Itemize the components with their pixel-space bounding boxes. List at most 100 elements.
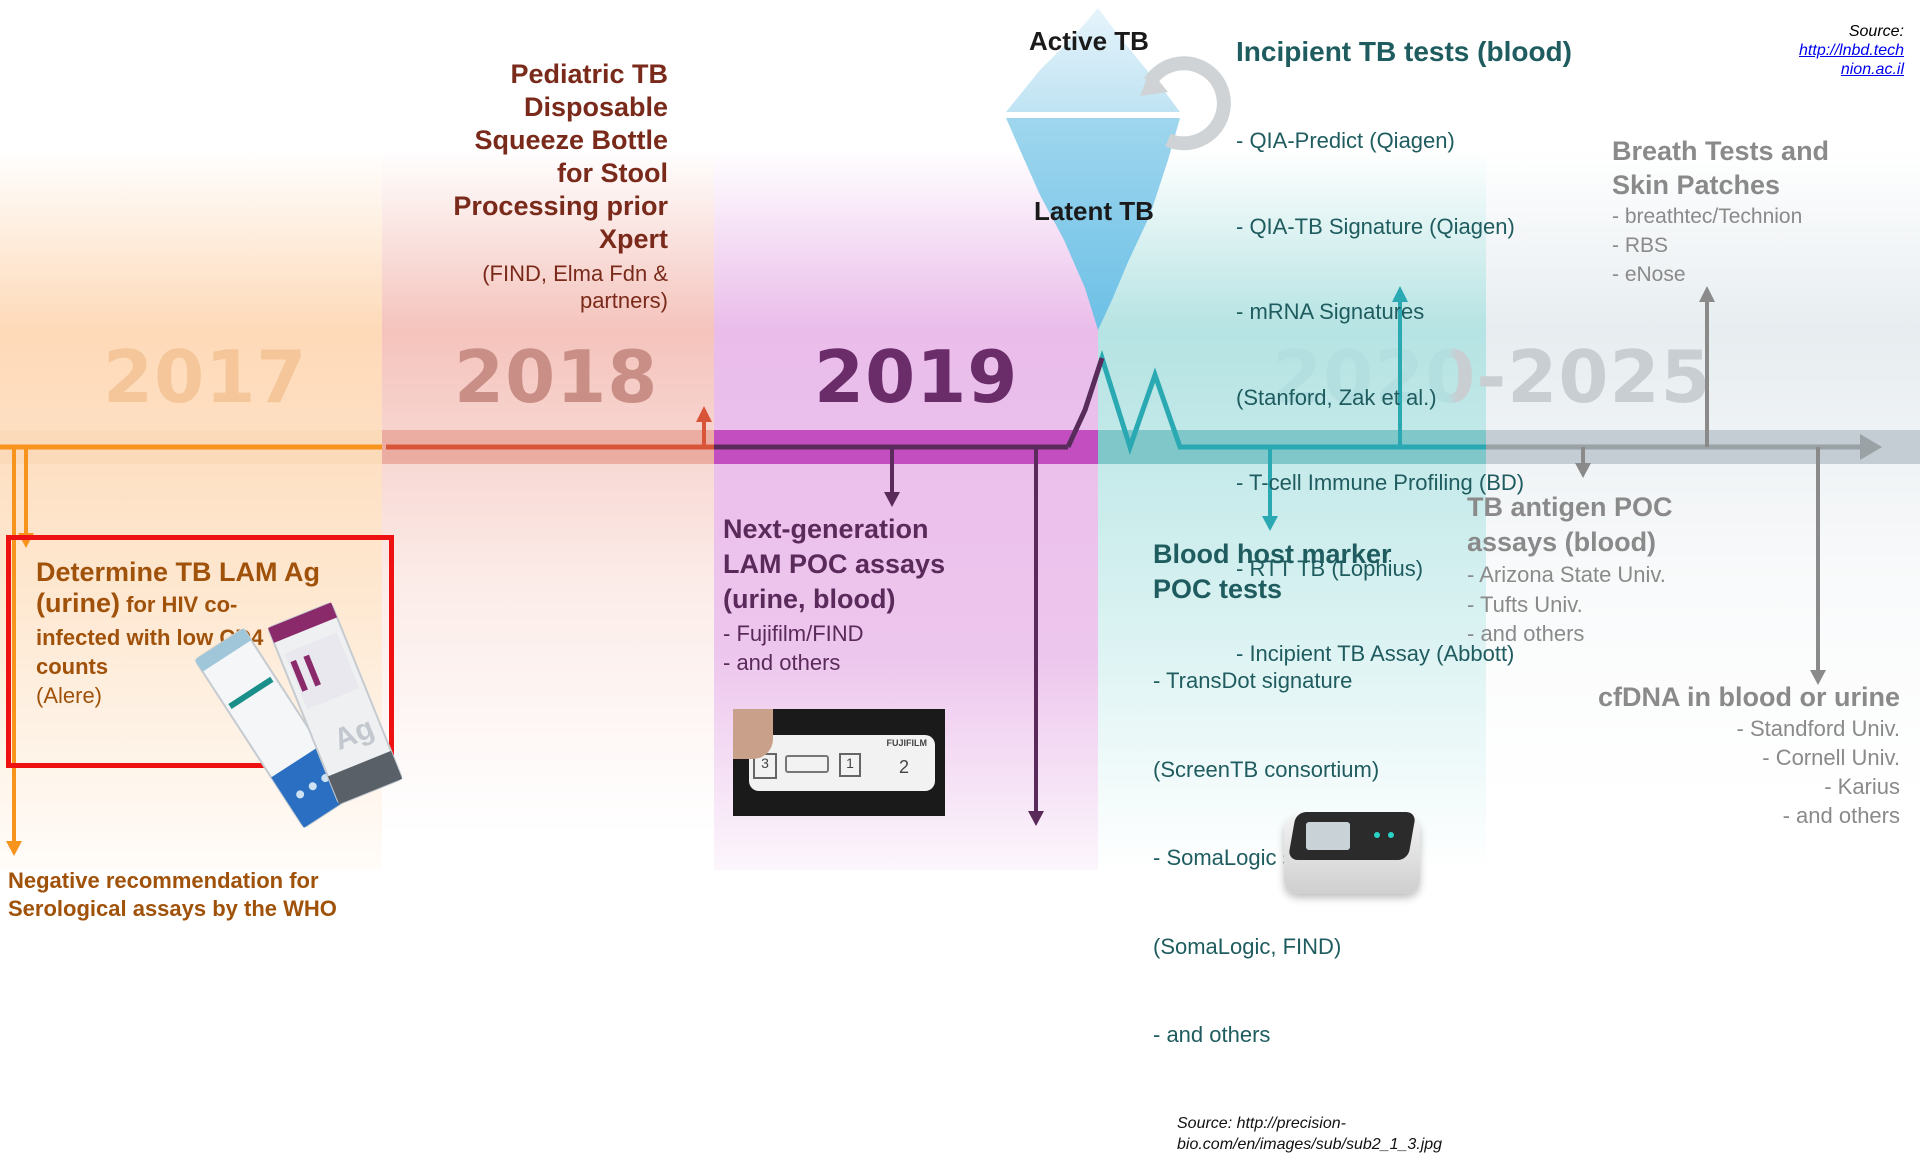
pediatric-sub-line: partners) — [579, 288, 668, 313]
blood-device-led — [1388, 832, 1394, 838]
incipient-item: - mRNA Signatures — [1236, 299, 1425, 324]
pediatric-block: Pediatric TB Disposable Squeeze Bottle f… — [368, 58, 668, 314]
pediatric-title: Pediatric TB Disposable Squeeze Bottle f… — [368, 58, 668, 256]
breath-title-line: Skin Patches — [1612, 170, 1781, 200]
nextgen-photo-finger — [733, 709, 773, 759]
band-2025 — [1486, 150, 1920, 870]
nextgen-photo-mark: 1 — [839, 753, 861, 777]
blood-device-led — [1374, 832, 1380, 838]
year-2018: 2018 — [454, 335, 659, 419]
pediatric-title-line: Processing prior — [453, 191, 668, 221]
lam-title-urine: (urine) — [36, 588, 120, 618]
cfdna-item: - Cornell Univ. — [1762, 745, 1900, 770]
antigen-item: - Tufts Univ. — [1467, 591, 1583, 617]
arrow-2020-bloodhost-head — [1262, 516, 1278, 531]
nextgen-item: - and others — [723, 650, 841, 675]
nextgen-block: Next-generation LAM POC assays (urine, b… — [723, 512, 945, 677]
bloodhost-source: Source: http://precision- bio.com/en/ima… — [1177, 1113, 1442, 1155]
bloodhost-item: (SomaLogic, FIND) — [1153, 933, 1342, 959]
arrow-2018-pediatric-head — [696, 406, 712, 422]
iceberg-graphic — [1006, 8, 1231, 330]
pediatric-sub-line: (FIND, Elma Fdn & — [482, 261, 668, 286]
year-2019: 2019 — [814, 335, 1019, 419]
arrow-2025-breath-head — [1699, 286, 1715, 302]
antigen-title-line: TB antigen POC — [1467, 492, 1673, 522]
nextgen-title-line: Next-generation — [723, 514, 929, 544]
antigen-item: - Arizona State Univ. — [1467, 562, 1666, 587]
cfdna-item: - Karius — [1824, 774, 1900, 799]
cfdna-block: cfDNA in blood or urine - Standford Univ… — [1598, 680, 1900, 830]
source-top-link-line1: http://lnbd.tech — [1799, 42, 1904, 59]
nextgen-photo-mark: 2 — [899, 757, 910, 777]
nextgen-title-line: LAM POC assays — [723, 549, 946, 579]
lam-title-hiv: for HIV co- — [120, 592, 238, 617]
timeline-graphics — [0, 8, 1920, 856]
nextgen-photo-window — [785, 755, 829, 773]
incipient-block: Incipient TB tests (blood) - QIA-Predict… — [1236, 34, 1572, 726]
bloodhost-title-line: POC tests — [1153, 574, 1283, 604]
nextgen-photo-brand: FUJIFILM — [886, 738, 928, 748]
pediatric-sub: (FIND, Elma Fdn & partners) — [368, 260, 668, 314]
cfdna-item: - and others — [1782, 803, 1900, 828]
pediatric-title-line: Disposable — [523, 92, 668, 122]
cfdna-list: - Standford Univ. - Cornell Univ. - Kari… — [1598, 714, 1900, 830]
nextgen-list: - Fujifilm/FIND - and others — [723, 619, 945, 677]
breath-title-line: Breath Tests and — [1612, 136, 1830, 166]
timeline-break — [1065, 357, 1105, 449]
incipient-item: - RTT TB (Lophius) — [1236, 555, 1424, 581]
nextgen-item: - Fujifilm/FIND — [723, 621, 864, 646]
arrow-2017-negative-head — [6, 841, 22, 856]
antigen-title-line: assays (blood) — [1467, 527, 1657, 557]
negative-line2: Serological assays by the WHO — [8, 896, 337, 921]
nextgen-photo-cassette: FUJIFILM 3 1 2 — [749, 735, 935, 791]
breath-item: - breathtec/Technion — [1612, 205, 1803, 228]
source-top-link[interactable]: http://lnbd.tech nion.ac.il — [1799, 42, 1904, 78]
cfdna-item: - Standford Univ. — [1736, 716, 1900, 741]
breath-item: - eNose — [1612, 263, 1686, 286]
lam-line3: counts — [36, 654, 109, 679]
antigen-item: - and others — [1467, 621, 1585, 646]
incipient-list: - QIA-Predict (Qiagen) - QIA-TB Signatur… — [1236, 70, 1572, 726]
negative-line1: Negative recommendation for — [8, 868, 319, 893]
antigen-title: TB antigen POC assays (blood) — [1467, 490, 1673, 560]
incipient-item: - QIA-Predict (Qiagen) — [1236, 128, 1455, 153]
pediatric-title-line: Pediatric TB — [510, 59, 668, 89]
bloodhost-item: (ScreenTB consortium) — [1153, 756, 1380, 782]
bloodhost-title-line: Blood host marker — [1153, 539, 1392, 569]
nextgen-title: Next-generation LAM POC assays (urine, b… — [723, 512, 945, 617]
negative-block: Negative recommendation for Serological … — [8, 867, 337, 923]
nextgen-photo: FUJIFILM 3 1 2 — [733, 709, 945, 816]
arrow-2025-cfdna-head — [1810, 670, 1826, 685]
band-2020 — [1098, 150, 1486, 870]
nextgen-title-line: (urine, blood) — [723, 584, 896, 614]
incipient-title: Incipient TB tests (blood) — [1236, 36, 1572, 67]
source-top-label: Source: — [1848, 23, 1904, 40]
incipient-item: - Incipient TB Assay (Abbott) — [1236, 641, 1515, 666]
breath-title: Breath Tests and Skin Patches — [1612, 134, 1829, 202]
bloodhost-title: Blood host marker POC tests — [1153, 537, 1442, 607]
arrow-2025-antigen-head — [1575, 463, 1591, 478]
breath-item: - RBS — [1612, 234, 1669, 257]
lam-line2: infected with low CD4 — [36, 625, 264, 650]
bloodhost-source-line: Source: http://precision- — [1177, 1114, 1346, 1132]
bloodhost-source-line: bio.com/en/images/sub/sub2_1_3.jpg — [1177, 1135, 1443, 1153]
antigen-list: - Arizona State Univ. - Tufts Univ. - an… — [1467, 560, 1673, 649]
pediatric-title-line: Squeeze Bottle — [474, 125, 668, 155]
timeline-arrowhead — [1860, 434, 1882, 460]
incipient-item: - QIA-TB Signature (Qiagen) — [1236, 213, 1515, 239]
iceberg-latent-label: Latent TB — [1034, 196, 1154, 226]
antigen-block: TB antigen POC assays (blood) - Arizona … — [1467, 490, 1673, 649]
arrow-2019-long-head — [1028, 811, 1044, 826]
arrow-2020-incipient-head — [1392, 286, 1408, 302]
iceberg-active-label: Active TB — [1029, 26, 1149, 56]
source-top: Source: http://lnbd.tech nion.ac.il — [1799, 22, 1904, 79]
breath-block: Breath Tests and Skin Patches - breathte… — [1612, 134, 1829, 289]
cfdna-title: cfDNA in blood or urine — [1598, 682, 1900, 712]
blood-device-screen — [1306, 822, 1350, 850]
incipient-item: (Stanford, Zak et al.) — [1236, 384, 1437, 410]
lam-title: Determine TB LAM Ag — [36, 557, 321, 587]
source-top-link-line2: nion.ac.il — [1840, 61, 1904, 78]
pediatric-title-line: for Stool — [557, 158, 668, 188]
lam-title-line2: (urine) for HIV co- — [36, 588, 376, 623]
incipient-item: - T-cell Immune Profiling (BD) — [1236, 470, 1525, 495]
